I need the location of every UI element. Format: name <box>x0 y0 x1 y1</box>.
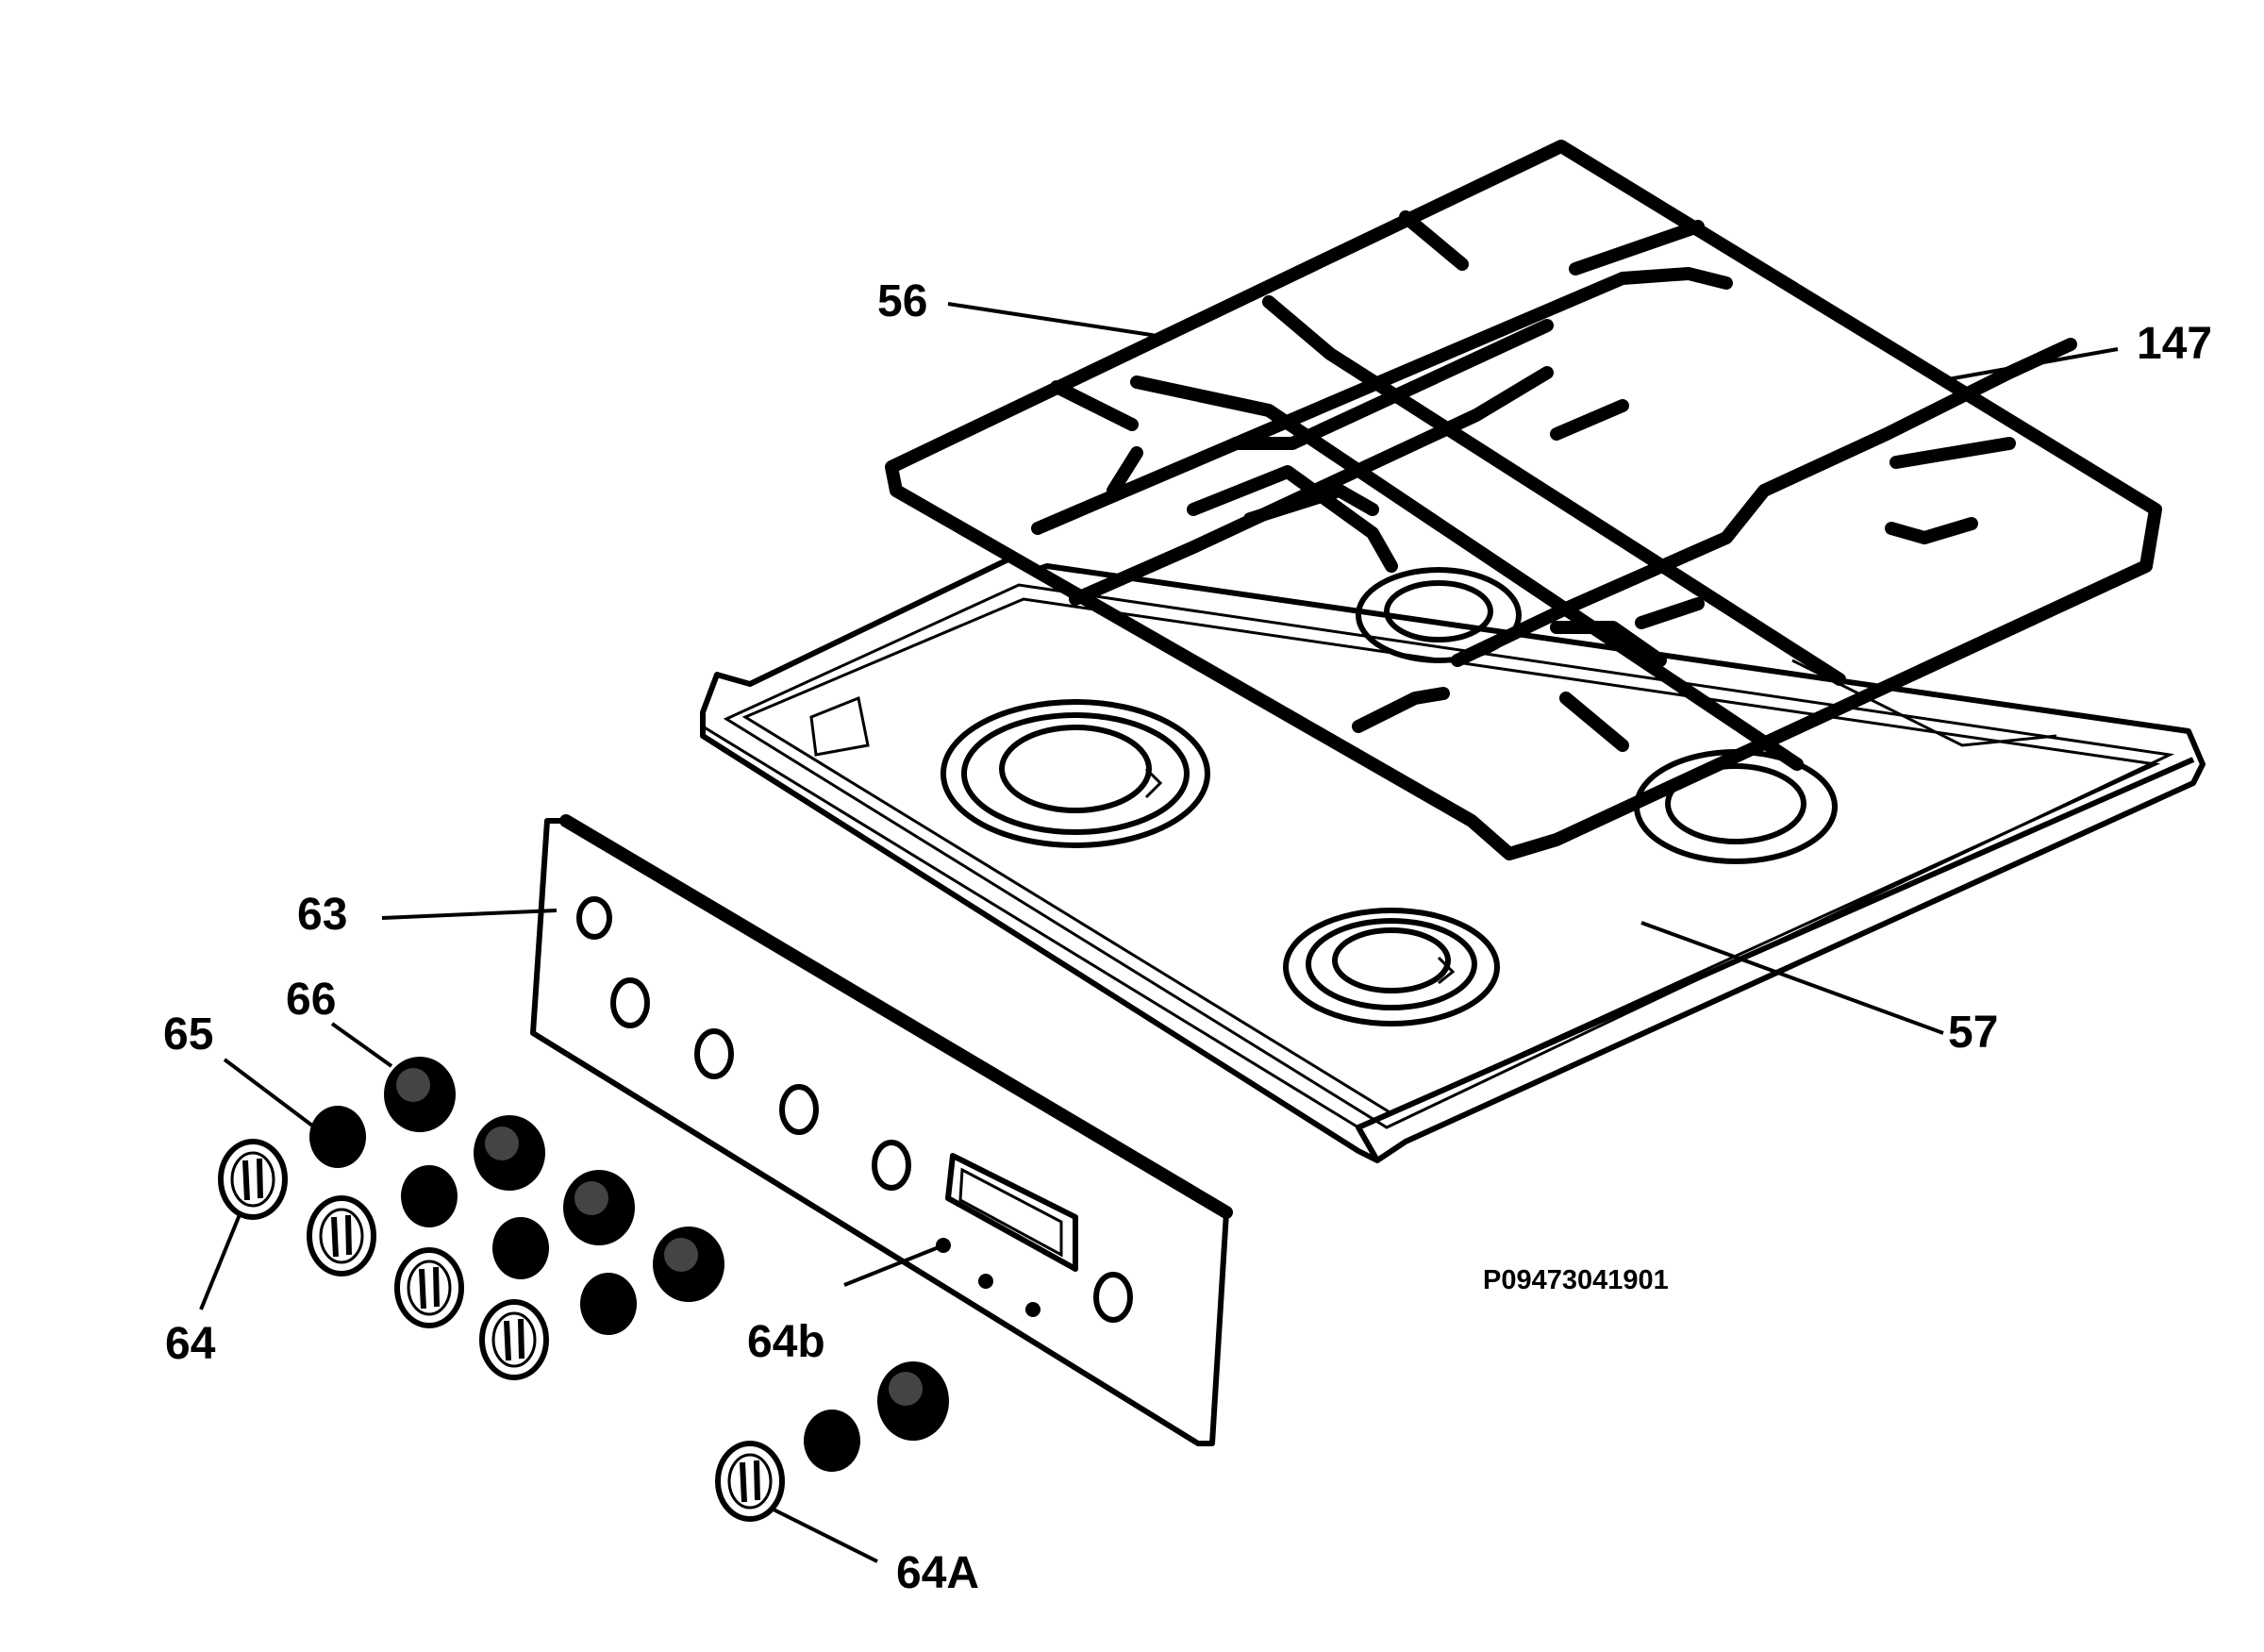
label-grid-part: 147 <box>2137 319 2212 369</box>
burner-rear <box>1356 567 1522 663</box>
knob-3 <box>394 1170 635 1328</box>
label-knob-insert: 65 <box>163 1010 213 1060</box>
drawing-code: P09473041901 <box>1483 1265 1669 1295</box>
hob-top-plate <box>700 554 2206 1163</box>
pan-support-grid <box>885 140 2162 860</box>
leader-lines <box>199 302 2119 1563</box>
label-knob-cap: 66 <box>286 975 336 1025</box>
label-hob-top: 57 <box>1948 1008 1998 1058</box>
burner-large <box>941 699 1210 848</box>
knob-2 <box>307 1115 545 1277</box>
label-knob-special: 64A <box>896 1548 979 1598</box>
control-panel <box>530 814 1233 1446</box>
label-grid: 56 <box>877 276 927 326</box>
knob-1 <box>218 1057 456 1220</box>
knob-5 <box>715 1361 949 1522</box>
knob-set <box>218 1057 949 1522</box>
knob-4 <box>479 1226 724 1380</box>
label-panel-fixing: 64b <box>747 1317 825 1367</box>
label-control-panel: 63 <box>297 890 347 940</box>
burner-right <box>1634 749 1838 864</box>
burner-front <box>1283 908 1500 1026</box>
label-knob: 64 <box>165 1319 216 1369</box>
